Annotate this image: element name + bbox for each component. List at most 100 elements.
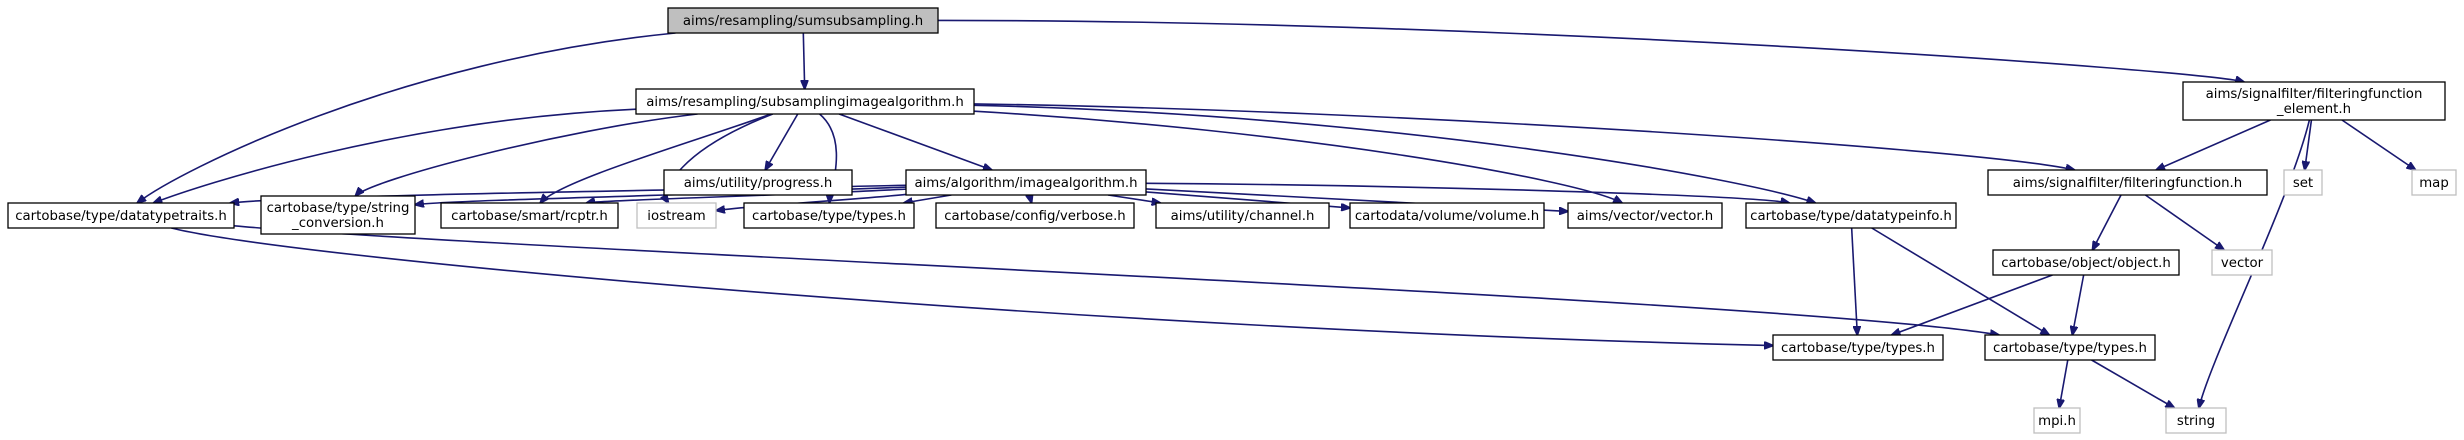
node-typesA[interactable]: cartobase/type/types.h bbox=[743, 202, 915, 229]
edge-typesC-to-string bbox=[2091, 359, 2175, 408]
node-vectorstd: vector bbox=[2211, 249, 2273, 276]
node-box bbox=[1745, 202, 1957, 229]
node-label: cartobase/type/types.h bbox=[1781, 341, 1935, 356]
node-label: cartobase/type/datatypeinfo.h bbox=[1750, 209, 1952, 224]
node-label: vector bbox=[2221, 256, 2264, 271]
node-label: aims/utility/channel.h bbox=[1171, 209, 1315, 224]
node-map: map bbox=[2411, 169, 2457, 196]
node-box bbox=[260, 195, 416, 235]
edge-ffelem-to-filterfn bbox=[2156, 119, 2271, 170]
node-box bbox=[635, 88, 975, 115]
edge-imgalg-to-verbose bbox=[1029, 195, 1031, 203]
node-box bbox=[935, 202, 1135, 229]
dependency-nodes: aims/resampling/sumsubsampling.h aims/res… bbox=[7, 7, 2457, 434]
edge-root-to-dtt bbox=[137, 32, 676, 203]
node-box bbox=[1567, 202, 1723, 229]
node-box bbox=[2411, 169, 2457, 196]
node-box bbox=[636, 202, 717, 229]
node-root[interactable]: aims/resampling/sumsubsampling.h bbox=[667, 7, 939, 34]
node-mpi: mpi.h bbox=[2033, 407, 2081, 434]
edge-subalg-to-imgalg bbox=[838, 113, 992, 170]
edge-subalg-to-iostream bbox=[667, 113, 774, 203]
node-box bbox=[2211, 249, 2273, 276]
node-box bbox=[1772, 334, 1944, 361]
node-iostream: iostream bbox=[636, 202, 717, 229]
node-label: cartobase/type/types.h bbox=[752, 209, 906, 224]
node-filterfn[interactable]: aims/signalfilter/filteringfunction.h bbox=[1987, 169, 2268, 196]
node-typesC[interactable]: cartobase/type/types.h bbox=[1984, 334, 2156, 361]
edge-object-to-typesC bbox=[2072, 274, 2085, 335]
node-label: cartodata/volume/volume.h bbox=[1355, 209, 1539, 224]
node-label: cartobase/type/datatypetraits.h bbox=[15, 209, 227, 224]
edge-subalg-to-progress bbox=[765, 113, 799, 170]
node-typesB[interactable]: cartobase/type/types.h bbox=[1772, 334, 1944, 361]
edge-dtinfo-to-typesC bbox=[1871, 227, 2050, 335]
node-dtt[interactable]: cartobase/type/datatypetraits.h bbox=[7, 202, 235, 229]
node-imgalg[interactable]: aims/algorithm/imagealgorithm.h bbox=[905, 169, 1147, 196]
node-label: string bbox=[2177, 414, 2215, 429]
node-rcptr[interactable]: cartobase/smart/rcptr.h bbox=[440, 202, 619, 229]
node-ffelem[interactable]: aims/signalfilter/filteringfunction_elem… bbox=[2182, 81, 2446, 121]
node-string: string bbox=[2165, 407, 2227, 434]
edge-dtinfo-to-typesB bbox=[1850, 227, 1858, 335]
node-verbose[interactable]: cartobase/config/verbose.h bbox=[935, 202, 1135, 229]
edge-dtt-to-typesC bbox=[233, 224, 1999, 335]
node-box bbox=[2033, 407, 2081, 434]
edge-imgalg-to-typesA bbox=[904, 194, 952, 203]
node-box bbox=[2165, 407, 2227, 434]
edge-subalg-to-filterfn bbox=[973, 103, 2075, 170]
edge-filterfn-to-vectorstd bbox=[2144, 194, 2224, 250]
node-set: set bbox=[2283, 169, 2323, 196]
node-label: cartobase/object/object.h bbox=[2001, 256, 2171, 271]
node-object[interactable]: cartobase/object/object.h bbox=[1992, 249, 2180, 276]
node-box bbox=[1155, 202, 1330, 229]
node-box bbox=[743, 202, 915, 229]
node-box bbox=[1984, 334, 2156, 361]
edge-ffelem-to-map bbox=[2341, 119, 2416, 170]
node-box bbox=[1987, 169, 2268, 196]
node-label: mpi.h bbox=[2038, 414, 2076, 429]
node-label: aims/vector/vector.h bbox=[1577, 209, 1713, 224]
edge-ffelem-to-set bbox=[2305, 119, 2313, 170]
node-label: aims/resampling/sumsubsampling.h bbox=[683, 14, 923, 29]
edge-object-to-typesB bbox=[1892, 274, 2053, 335]
node-box bbox=[1349, 202, 1545, 229]
node-box bbox=[2182, 81, 2446, 121]
edge-subalg-to-dtt bbox=[153, 108, 637, 203]
node-box bbox=[2283, 169, 2323, 196]
node-volume[interactable]: cartodata/volume/volume.h bbox=[1349, 202, 1545, 229]
edge-root-to-ffelem bbox=[937, 19, 2244, 82]
node-box bbox=[1992, 249, 2180, 276]
node-label: cartobase/config/verbose.h bbox=[944, 209, 1125, 224]
edge-typesC-to-mpi bbox=[2059, 359, 2069, 408]
edge-imgalg-to-rcptr bbox=[586, 188, 907, 203]
node-label: aims/signalfilter/filteringfunction.h bbox=[2013, 176, 2242, 191]
node-label: set bbox=[2293, 176, 2313, 191]
edge-ffelem-to-string bbox=[2199, 119, 2311, 408]
node-label: cartobase/smart/rcptr.h bbox=[451, 209, 608, 224]
node-box bbox=[7, 202, 235, 229]
node-label: cartobase/type/types.h bbox=[1993, 341, 2147, 356]
node-label: aims/signalfilter/filteringfunction_elem… bbox=[2206, 87, 2423, 117]
edge-imgalg-to-channel bbox=[1107, 194, 1160, 203]
node-label: iostream bbox=[647, 209, 705, 224]
edge-root-to-subalg bbox=[803, 32, 804, 89]
node-label: cartobase/type/string_conversion.h bbox=[267, 201, 410, 231]
dependency-edges bbox=[137, 19, 2416, 408]
node-subalg[interactable]: aims/resampling/subsamplingimagealgorith… bbox=[635, 88, 975, 115]
node-channel[interactable]: aims/utility/channel.h bbox=[1155, 202, 1330, 229]
node-dtinfo[interactable]: cartobase/type/datatypeinfo.h bbox=[1745, 202, 1957, 229]
edge-subalg-to-strconv bbox=[355, 113, 698, 196]
node-label: aims/utility/progress.h bbox=[684, 176, 833, 191]
node-progress[interactable]: aims/utility/progress.h bbox=[663, 169, 853, 196]
node-box bbox=[440, 202, 619, 229]
node-box bbox=[663, 169, 853, 196]
edge-filterfn-to-object bbox=[2092, 194, 2122, 250]
node-box bbox=[905, 169, 1147, 196]
node-strconv[interactable]: cartobase/type/string_conversion.h bbox=[260, 195, 416, 235]
node-label: map bbox=[2419, 176, 2449, 191]
node-vector[interactable]: aims/vector/vector.h bbox=[1567, 202, 1723, 229]
edge-imgalg-to-dtinfo bbox=[1145, 182, 1789, 203]
node-label: aims/resampling/subsamplingimagealgorith… bbox=[646, 95, 964, 110]
